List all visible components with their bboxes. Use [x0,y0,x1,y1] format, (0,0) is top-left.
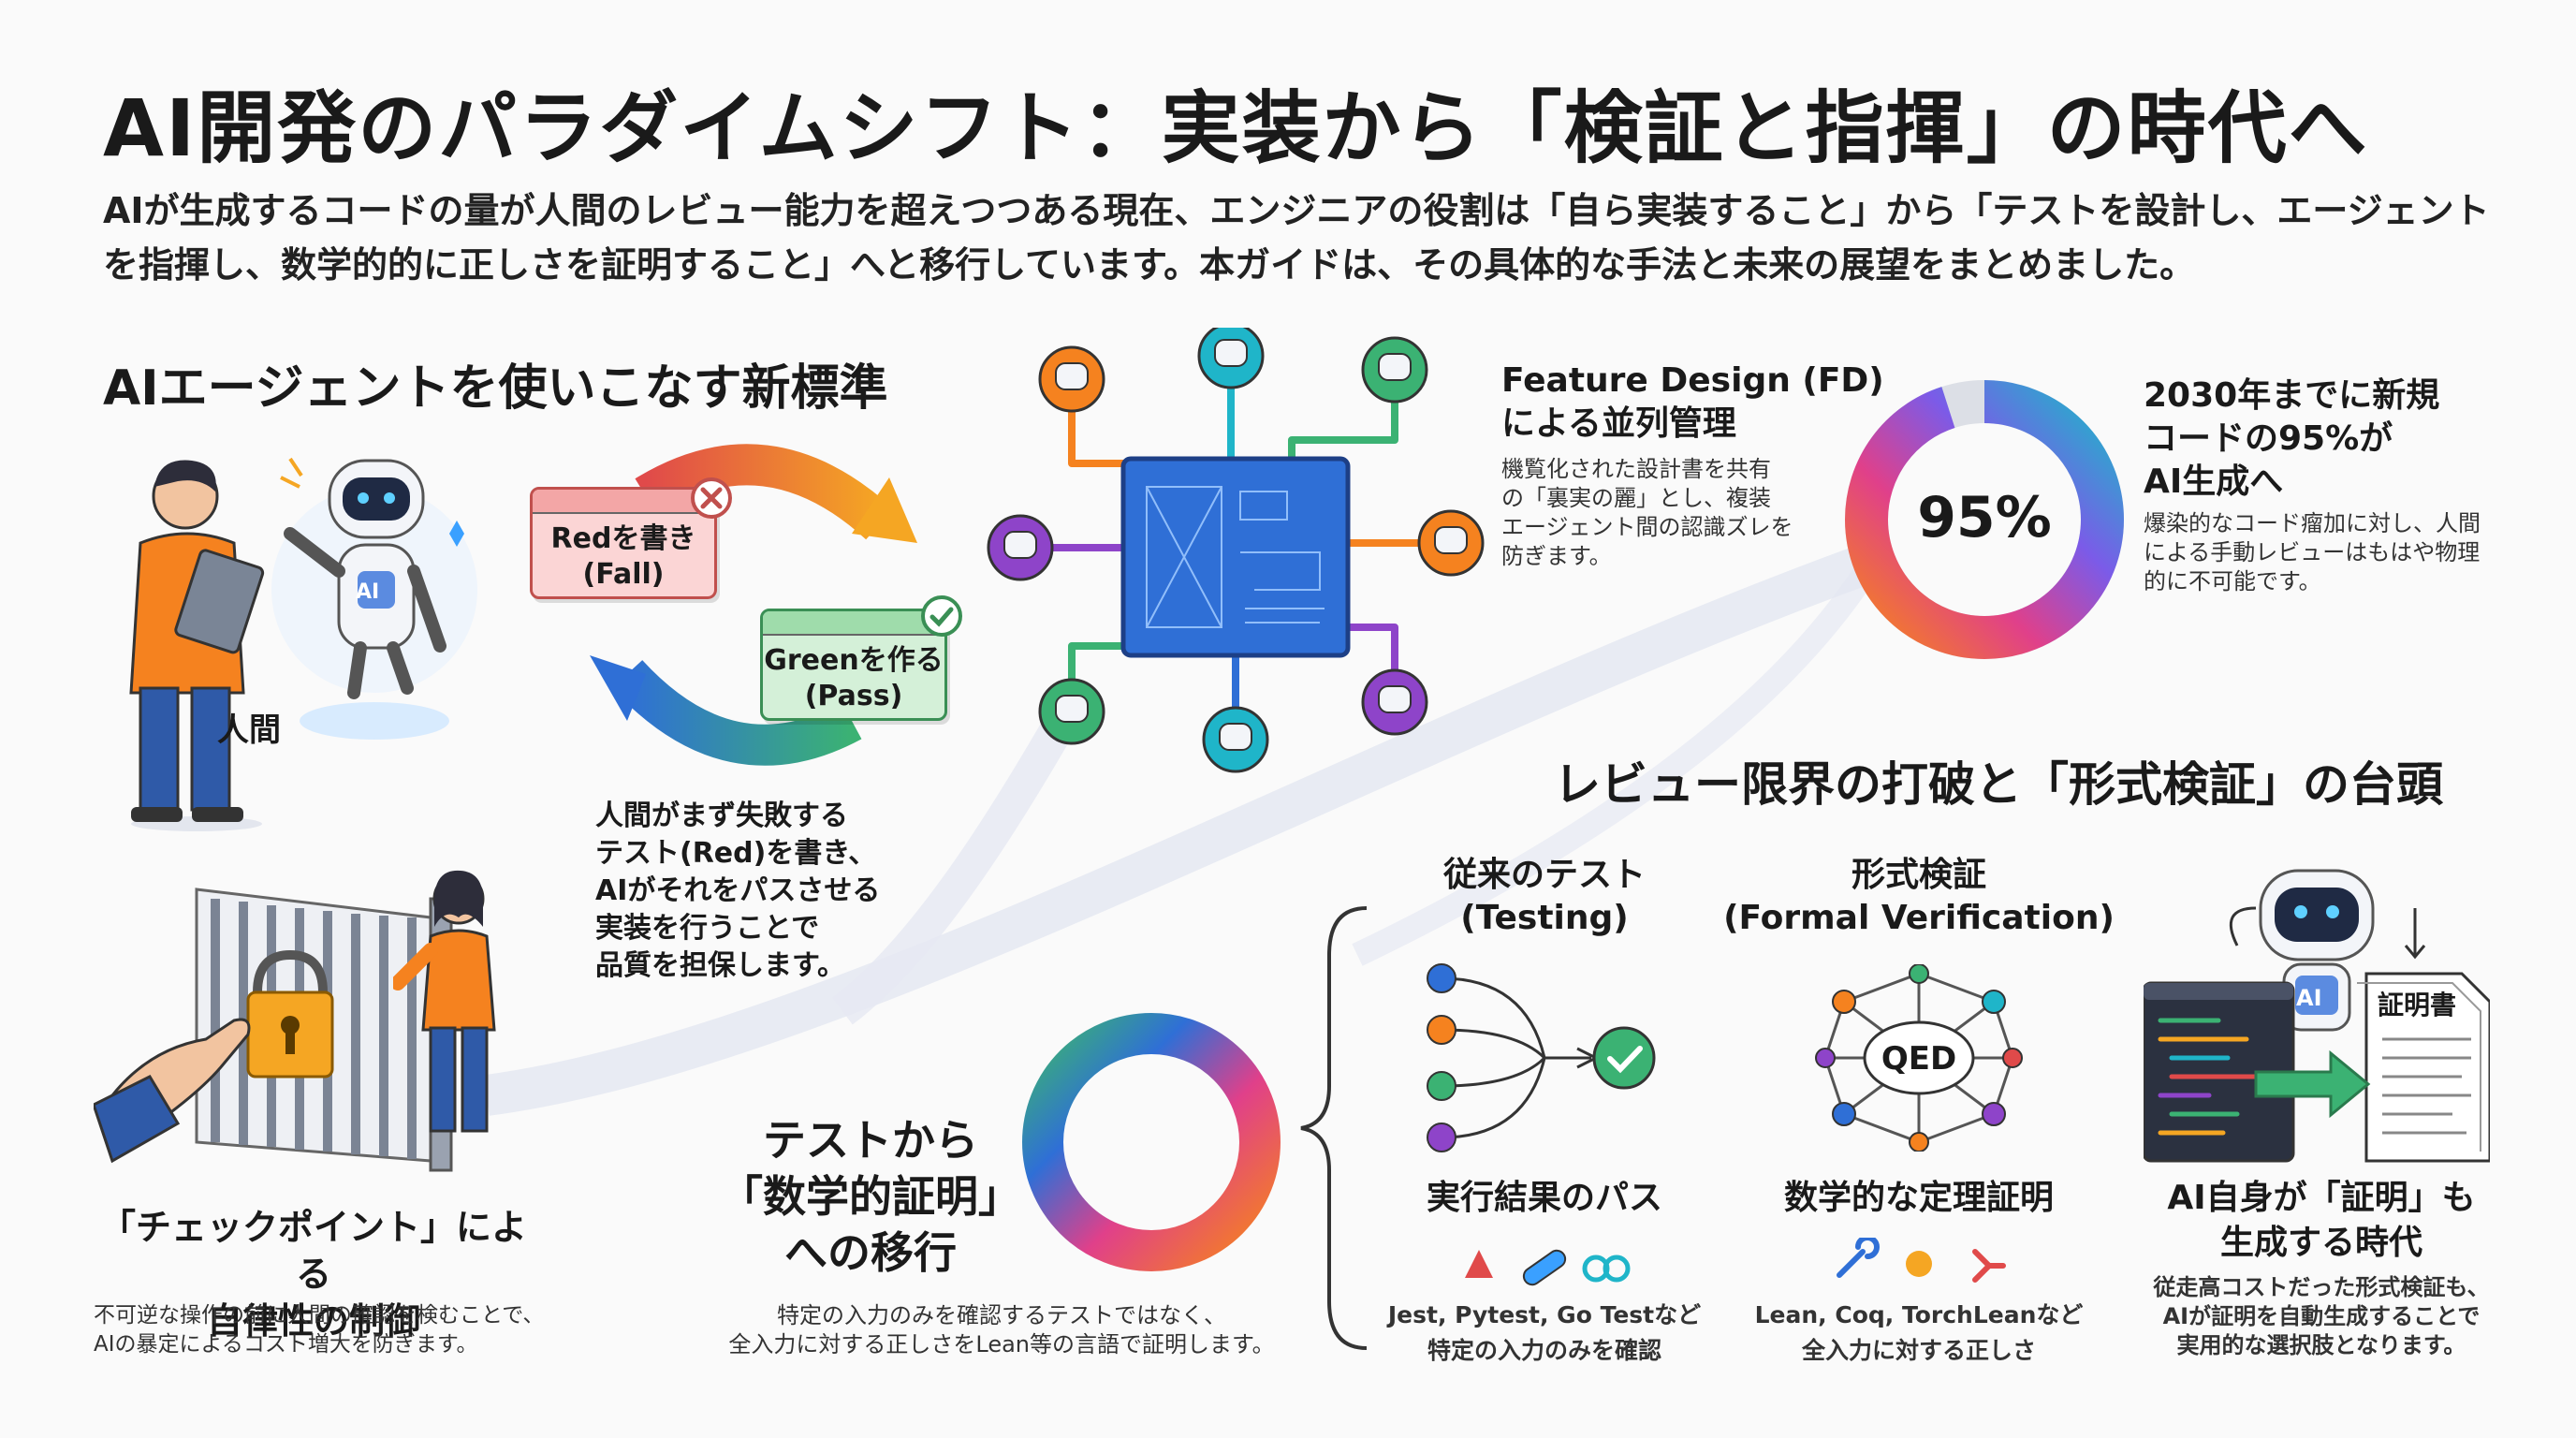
testing-flow-icon [1427,963,1656,1152]
testing-scope: 特定の入力のみを確認 [1427,1337,1661,1364]
ai-proof-title: AI自身が「証明」も 生成する時代 [2125,1176,2518,1266]
transition-desc-line-1: 特定の入力のみを確認するテストではなく、 [777,1302,1226,1328]
ai-proof-badge: AI [2296,985,2322,1011]
page-title: AI開発のパラダイムシフト：実装から「検証と指揮」の時代へ [103,82,2369,174]
fd-title: Feature Design (FD) による並列管理 [1501,360,1884,446]
stat-title-line-3: AI生成へ [2144,462,2284,501]
bracket-divider [1300,906,1368,1350]
feature-design-network [987,328,1485,773]
checkpoint-description: 不可逆な操作の前に人間の確認を検むことで、 AIの暴定によるコスト増大を防ぎます… [94,1301,618,1359]
ai-proof-title-line-1: AI自身が「証明」も [2167,1179,2476,1217]
stat-donut-arc [1845,380,2124,659]
tdd-desc-line-4: 実装を行うことで [595,912,820,945]
transition-description: 特定の入力のみを確認するテストではなく、 全入力に対する正しさをLean等の言語… [711,1301,1292,1359]
formal-tools: Lean, Coq, TorchLeanなど [1754,1301,2084,1328]
stat-description: 爆染的なコード瘤加に対し、人間 による手動レビューはもはや物理 的に不可能です。 [2144,509,2509,596]
stat-value-label: 95% [1917,485,2052,550]
stat-title: 2030年までに新規 コードの95%が AI生成へ [2144,374,2439,504]
green-box-line1: Greenを作る [764,644,944,677]
ai-proof-description: 従走高コストだった形式検証も、 AIが証明を自動生成することで 実用的な選択肢と… [2125,1273,2518,1360]
red-box-line1: Redを書き [550,522,696,555]
robot-ai-badge: AI [356,580,380,604]
review-heading: レビュー限界の打破と「形式検証」の台頭 [1554,757,2443,812]
tdd-desc-line-2: テスト(Red)を書き、 [595,837,877,870]
green-pass-box: Greenを作る (Pass) [760,609,947,721]
fd-desc-line-4: 防ぎます。 [1501,543,1612,569]
transition-caption: テストから 「数学的証明」 への移行 [711,1112,1030,1281]
formal-footer: Lean, Coq, TorchLeanなど 全入力に対する正しさ [1722,1298,2115,1369]
stat-desc-line-1: 爆染的なコード瘤加に対し、人間 [2144,510,2481,536]
ai-proof-desc-line-3: 実用的な選択肢となります。 [2176,1332,2466,1358]
transition-caption-line-3: への移行 [784,1227,957,1278]
ai-robot-icon [271,457,477,740]
ai-proof-desc-line-2: AIが証明を自動生成することで [2162,1303,2481,1329]
fd-desc-line-1: 機覧化された設計書を共有 [1501,456,1771,482]
ai-proof-title-line-2: 生成する時代 [2219,1224,2422,1262]
qed-label: QED [1881,1040,1956,1078]
testing-footer: Jest, Pytest, Go Testなど 特定の入力のみを確認 [1367,1298,1722,1369]
checkpoint-title: 「チェックポイント」による 自律性の制御 [94,1204,534,1344]
stat-title-line-1: 2030年までに新規 [2144,376,2440,415]
formal-scope: 全入力に対する正しさ [1801,1337,2036,1364]
tdd-desc-line-1: 人間がまず失敗する [595,800,848,832]
testing-tool-icons [1465,1249,1631,1286]
testing-title-line-1: 従来のテスト [1442,856,1646,894]
stat-donut-chart: 95% [1845,380,2124,659]
intro-line-2: を指揮し、数学的的に正しさを証明すること」へと移行しています。本ガイドは、その具… [103,244,2196,286]
testing-title: 従来のテスト (Testing) [1385,854,1704,940]
fd-description: 機覧化された設計書を共有 の「裏実の麗」とし、複装 エージェント間の認識ズレを … [1501,455,1810,571]
fd-title-line-1: Feature Design (FD) [1501,361,1884,400]
formal-result: 数学的な定理証明 [1783,1179,2054,1217]
transition-caption-line-1: テストから [763,1115,978,1166]
ai-proof-illustration [2144,869,2490,1163]
testing-tools: Jest, Pytest, Go Testなど [1387,1301,1702,1328]
fd-desc-line-3: エージェント間の認識ズレを [1501,514,1793,540]
formal-title-line-2: (Formal Verification) [1723,899,2115,937]
person-at-gate-icon [393,870,496,1133]
tdd-cycle-arrows [590,444,917,766]
fd-title-line-2: による並列管理 [1501,404,1736,443]
transition-caption-line-2: 「数学的証明」 [720,1171,1021,1222]
checkpoint-title-line-2: 自律性の制御 [206,1300,420,1342]
tdd-desc-line-3: AIがそれをパスさせる [595,874,881,907]
intro-text: AIが生成するコードの量が人間のレビュー能力を超えつつある現在、エンジニアの役割… [103,183,2499,292]
checkpoint-title-line-1: 「チェックポイント」による [99,1207,527,1295]
human-label: 人間 [217,712,281,749]
formal-title: 形式検証 (Formal Verification) [1722,854,2115,940]
intro-line-1: AIが生成するコードの量が人間のレビュー能力を超えつつある現在、エンジニアの役割… [103,190,2490,231]
formal-title-line-1: 形式検証 [1851,856,1986,894]
checkpoint-desc-line-1: 不可逆な操作の前に人間の確認を検むことで、 [94,1303,545,1328]
stat-desc-line-2: による手動レビューはもはや物理 [2144,539,2481,565]
stat-desc-line-3: 的に不可能です。 [2144,568,2321,594]
proof-document-label: 証明書 [2378,990,2457,1020]
fd-desc-line-2: の「裏実の麗」とし、複装 [1501,485,1771,511]
green-box-line2: (Pass) [804,680,903,712]
human-figure-icon [129,460,265,831]
ai-proof-desc-line-1: 従走高コストだった形式検証も、 [2153,1274,2490,1300]
testing-result: 実行結果のパス [1426,1179,1662,1217]
red-test-box: Redを書き (Fall) [530,487,717,599]
qed-network-icon: QED [1815,964,2023,1152]
stat-title-line-2: コードの95%が [2144,419,2393,458]
fail-x-icon [691,477,732,519]
transition-ring-icon [1022,1013,1281,1271]
pass-check-icon [921,595,962,637]
agents-heading: AIエージェントを使いこなす新標準 [103,360,888,417]
red-box-line2: (Fall) [582,558,665,591]
formal-tool-icons [1837,1238,2006,1283]
testing-title-line-2: (Testing) [1460,899,1629,937]
transition-desc-line-2: 全入力に対する正しさをLean等の言語で証明します。 [728,1331,1275,1357]
tdd-description: 人間がまず失敗する テスト(Red)を書き、 AIがそれをパスさせる 実装を行う… [595,798,880,985]
tdd-desc-line-5: 品質を担保します。 [595,949,845,982]
checkpoint-desc-line-2: AIの暴定によるコスト増大を防ぎます。 [94,1332,478,1357]
